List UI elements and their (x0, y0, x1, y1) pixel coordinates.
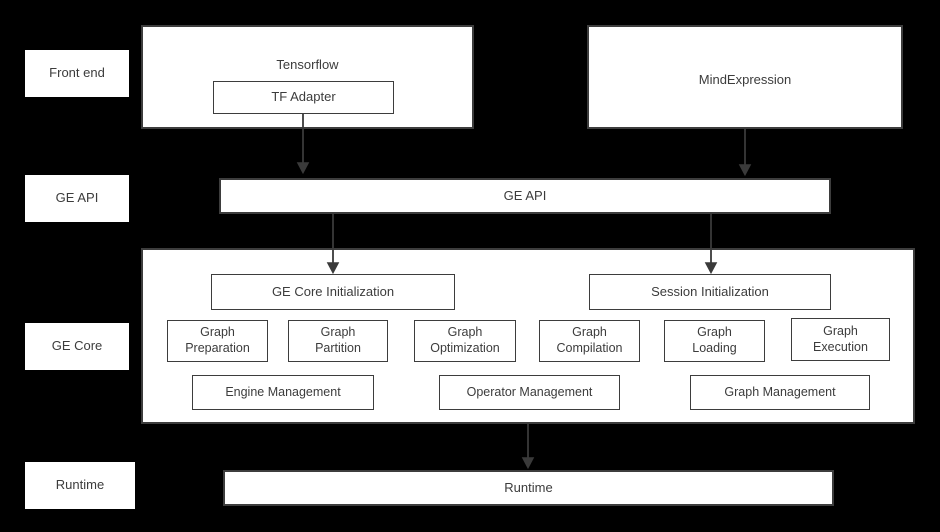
manager-operator-management[interactable]: Operator Management (439, 375, 620, 410)
ge-api-bar-label: GE API (503, 187, 547, 203)
layer-label-runtime: Runtime (25, 462, 135, 509)
module-graph-execution[interactable]: Graph Execution (791, 318, 890, 361)
module-graph-optimization[interactable]: Graph Optimization (414, 320, 516, 362)
tf-adapter-label: TF Adapter (271, 89, 336, 105)
module-graph-optimization-label: Graph Optimization (430, 325, 500, 355)
layer-label-runtime-text: Runtime (55, 477, 105, 493)
tensorflow-title: Tensorflow (276, 57, 339, 72)
ge-core-initialization-label: GE Core Initialization (271, 283, 395, 299)
module-graph-compilation[interactable]: Graph Compilation (539, 320, 640, 362)
module-graph-partition-label: Graph Partition (315, 325, 361, 355)
module-graph-loading-label: Graph Loading (692, 325, 737, 355)
manager-engine-management-label: Engine Management (225, 384, 341, 399)
runtime-bar[interactable]: Runtime (223, 470, 834, 506)
layer-label-front-end: Front end (25, 50, 129, 97)
module-graph-preparation-label: Graph Preparation (185, 325, 250, 355)
module-graph-partition[interactable]: Graph Partition (288, 320, 388, 362)
module-graph-preparation[interactable]: Graph Preparation (167, 320, 268, 362)
manager-graph-management[interactable]: Graph Management (690, 375, 870, 410)
manager-engine-management[interactable]: Engine Management (192, 375, 374, 410)
ge-api-bar[interactable]: GE API (219, 178, 831, 214)
tf-adapter-box[interactable]: TF Adapter (213, 81, 394, 114)
layer-label-ge-api: GE API (25, 175, 129, 222)
layer-label-ge-core-text: GE Core (51, 338, 103, 354)
layer-label-ge-core: GE Core (25, 323, 129, 370)
module-graph-loading[interactable]: Graph Loading (664, 320, 765, 362)
mindexpression-panel[interactable]: MindExpression (587, 25, 903, 129)
session-initialization-label: Session Initialization (651, 283, 769, 299)
session-initialization-box[interactable]: Session Initialization (589, 274, 831, 310)
manager-operator-management-label: Operator Management (466, 384, 593, 399)
manager-graph-management-label: Graph Management (724, 384, 836, 399)
mindexpression-title: MindExpression (698, 72, 792, 87)
layer-label-front-end-text: Front end (49, 65, 105, 81)
layer-label-ge-api-text: GE API (55, 190, 99, 206)
module-graph-compilation-label: Graph Compilation (556, 325, 623, 355)
ge-core-initialization-box[interactable]: GE Core Initialization (211, 274, 455, 310)
module-graph-execution-label: Graph Execution (813, 323, 868, 354)
runtime-bar-label: Runtime (504, 479, 553, 495)
